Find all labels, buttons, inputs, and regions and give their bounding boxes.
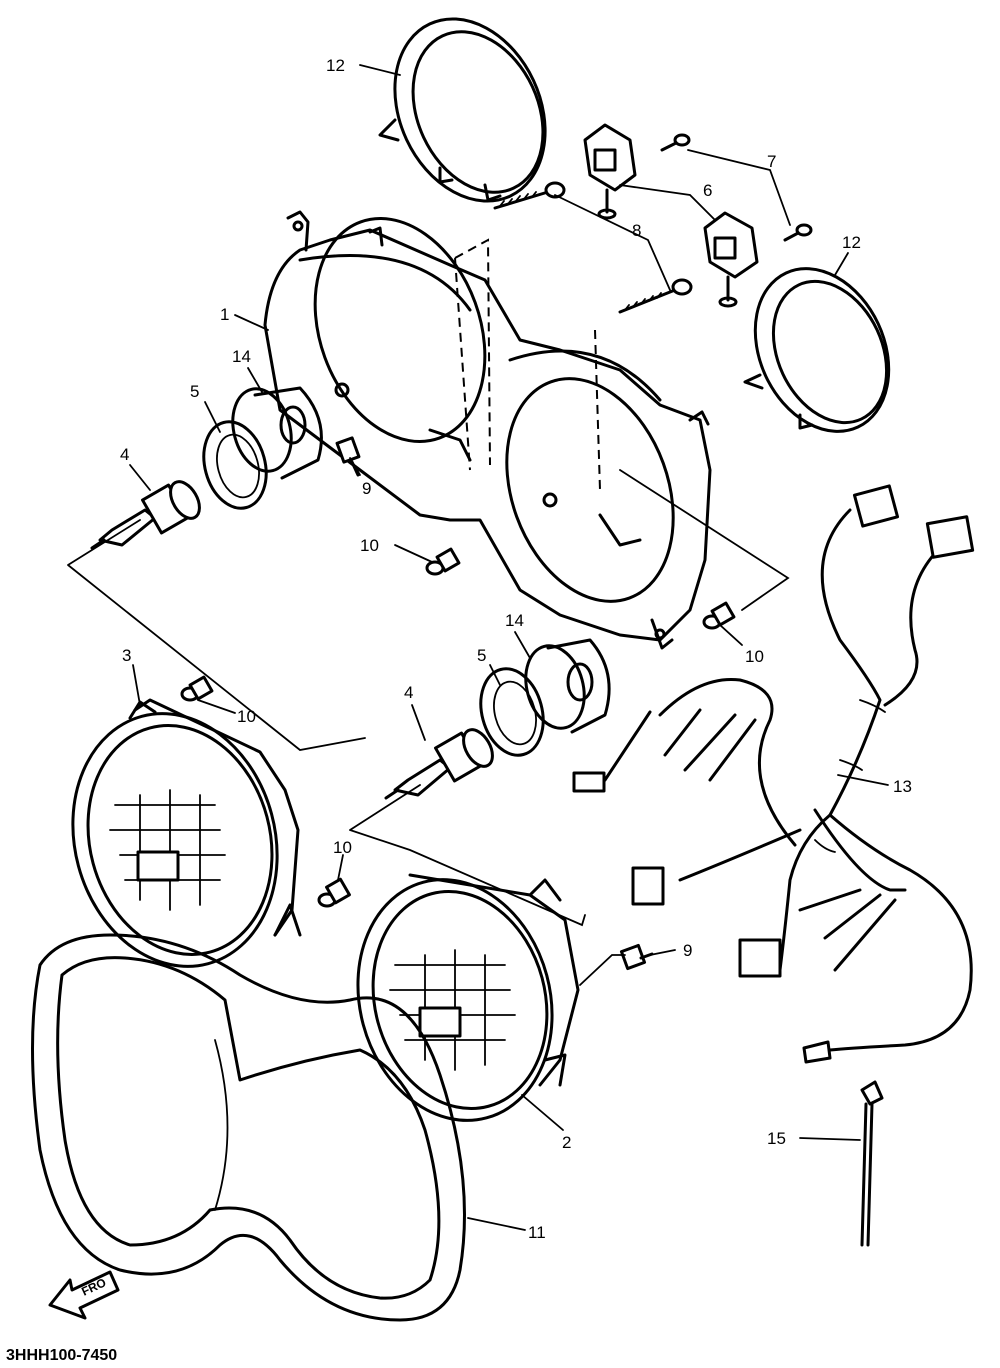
part-14-socket-upper xyxy=(231,386,323,480)
callout-9-upper: 9 xyxy=(362,479,371,498)
callout-13: 13 xyxy=(893,777,912,796)
part-1-headlight-housing xyxy=(263,210,712,650)
callouts: 12 7 6 8 12 1 14 5 4 9 10 10 14 5 3 10 4… xyxy=(120,56,912,1242)
part-10-fastener-a xyxy=(425,547,461,576)
diagram-code: 3HHH100-7450 xyxy=(6,1347,117,1364)
callout-3: 3 xyxy=(122,646,131,665)
callout-11: 11 xyxy=(528,1223,546,1242)
callout-8: 8 xyxy=(632,221,641,240)
part-10-fastener-b xyxy=(702,601,736,630)
bulb-group-outline-lower xyxy=(349,784,586,927)
callout-5-lower: 5 xyxy=(477,646,486,665)
part-10-fastener-d xyxy=(317,877,351,908)
part-5-ring-upper xyxy=(202,420,268,510)
callout-10-d: 10 xyxy=(333,838,352,857)
dashed-reference-lines xyxy=(454,238,601,491)
callout-1: 1 xyxy=(220,305,229,324)
housing-bracket-outline xyxy=(619,469,790,611)
part-12-rim-cover-left xyxy=(378,17,547,203)
part-15-cable-tie xyxy=(860,1080,884,1247)
callout-15: 15 xyxy=(767,1129,786,1148)
part-9-screw-upper xyxy=(335,436,361,477)
part-7-bolt-upper xyxy=(660,133,691,152)
part-4-bulb-lower xyxy=(384,728,494,800)
part-3-headlight-unit-left xyxy=(71,698,302,968)
part-6-bracket-upper xyxy=(583,123,637,220)
part-4-bulb-upper xyxy=(90,480,201,550)
part-11-headlight-bezel xyxy=(31,933,466,1322)
callout-4-lower: 4 xyxy=(404,683,413,702)
callout-5-upper: 5 xyxy=(190,382,199,401)
leader-lines xyxy=(129,64,889,1231)
front-arrow: FRO xyxy=(48,1270,120,1320)
callout-4-upper: 4 xyxy=(120,445,129,464)
bulb-group-outline-upper xyxy=(67,519,366,751)
part-8-stud-lower xyxy=(618,278,693,314)
part-7-bolt-lower xyxy=(783,223,813,242)
callout-14-lower: 14 xyxy=(505,611,524,630)
callout-2: 2 xyxy=(562,1133,571,1152)
callout-12-right: 12 xyxy=(842,233,861,252)
callout-9-lower: 9 xyxy=(683,941,692,960)
part-5-ring-lower xyxy=(479,667,545,757)
part-10-fastener-c xyxy=(180,675,214,702)
part-13-wire-harness xyxy=(572,484,975,1064)
callout-12-upper: 12 xyxy=(326,56,345,75)
callout-10-c: 10 xyxy=(237,707,256,726)
callout-10-a: 10 xyxy=(360,536,379,555)
part-12-rim-cover-right xyxy=(743,267,891,433)
part-8-stud-upper xyxy=(493,181,566,210)
callout-10-b: 10 xyxy=(745,647,764,666)
part-14-socket-lower xyxy=(524,638,611,734)
part-6-bracket-lower xyxy=(703,211,759,308)
callout-7: 7 xyxy=(767,152,776,171)
part-9-screw-lower xyxy=(579,943,654,986)
callout-6: 6 xyxy=(703,181,712,200)
callout-14-upper: 14 xyxy=(232,347,251,366)
part-2-headlight-unit-right xyxy=(356,873,580,1122)
